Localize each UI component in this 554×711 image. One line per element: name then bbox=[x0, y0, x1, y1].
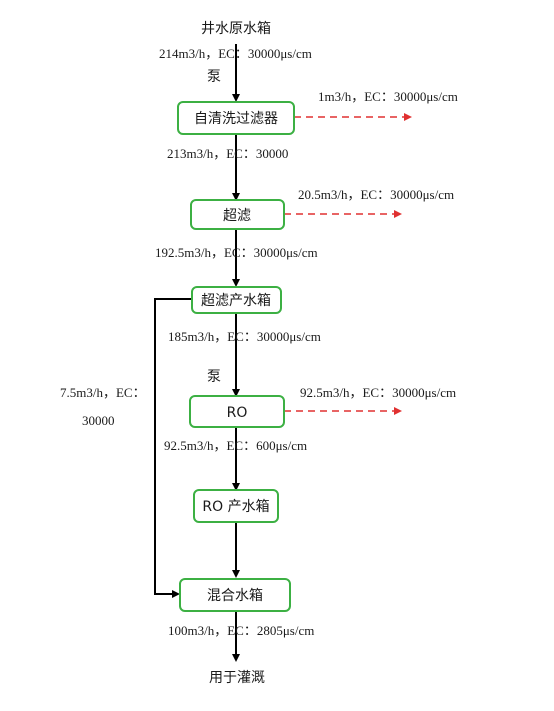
flow-label-tank-ro: 185m3/h，EC：30000μs/cm bbox=[168, 329, 321, 344]
node-label: RO bbox=[227, 405, 248, 421]
node-ultrafiltration: 超滤 bbox=[190, 199, 285, 230]
node-label: 超滤 bbox=[223, 208, 251, 224]
reject-label-ro: 92.5m3/h，EC：30000μs/cm bbox=[300, 385, 456, 400]
node-uf-product-tank: 超滤产水箱 bbox=[191, 286, 282, 314]
node-ro: RO bbox=[189, 395, 285, 428]
flow-label-uf-tank: 192.5m3/h，EC：30000μs/cm bbox=[155, 245, 318, 260]
node-label: 自清洗过滤器 bbox=[194, 111, 278, 127]
pump-label-2: 泵 bbox=[207, 369, 221, 385]
node-ro-product-tank: RO 产水箱 bbox=[193, 489, 279, 523]
node-label: RO 产水箱 bbox=[202, 499, 269, 515]
bypass-label-line1: 7.5m3/h，EC： bbox=[60, 385, 146, 400]
source-label: 井水原水箱 bbox=[201, 21, 271, 37]
reject-label-filter: 1m3/h，EC：30000μs/cm bbox=[318, 89, 458, 104]
bypass-label-line2: 30000 bbox=[82, 413, 115, 428]
flow-label-mix-out: 100m3/h，EC：2805μs/cm bbox=[168, 623, 314, 638]
node-label: 混合水箱 bbox=[207, 588, 263, 604]
bypass-line bbox=[154, 298, 192, 598]
reject-label-uf: 20.5m3/h，EC：30000μs/cm bbox=[298, 187, 454, 202]
sink-label: 用于灌溉 bbox=[209, 670, 265, 686]
node-label: 超滤产水箱 bbox=[201, 293, 271, 309]
flow-label-ro-rotank: 92.5m3/h，EC：600μs/cm bbox=[164, 438, 307, 453]
node-self-cleaning-filter: 自清洗过滤器 bbox=[177, 101, 295, 135]
flow-label-filter-uf: 213m3/h，EC：30000 bbox=[167, 146, 288, 161]
pump-label-1: 泵 bbox=[207, 69, 221, 85]
flow-label-source-filter: 214m3/h，EC：30000μs/cm bbox=[159, 46, 312, 61]
node-mixing-tank: 混合水箱 bbox=[179, 578, 291, 612]
